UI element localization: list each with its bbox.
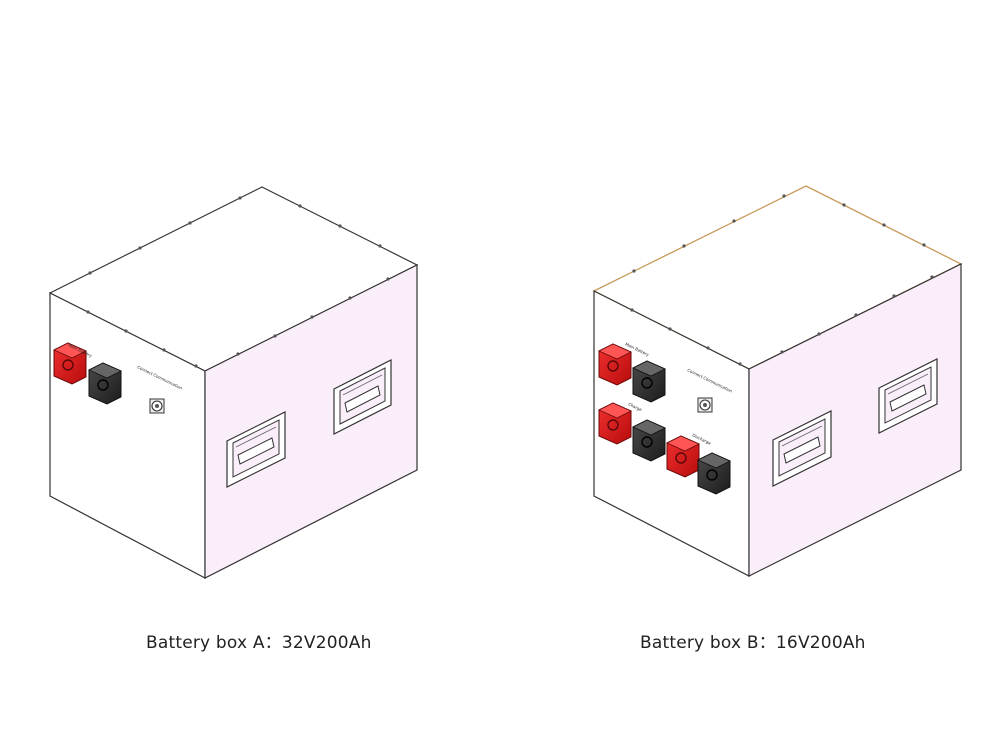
caption-battery-box-a: Battery box A：32V200Ah xyxy=(146,633,372,653)
box-a-lid-screws xyxy=(86,196,390,368)
box-a-positive-terminal xyxy=(53,342,87,385)
box-b-charge-label: Charge xyxy=(628,401,644,412)
box-b-discharge-positive-terminal xyxy=(666,435,700,478)
box-a-side-face xyxy=(204,264,418,579)
box-b-charge-positive-terminal xyxy=(598,402,632,445)
battery-box-a: Main Battery Connect Communication xyxy=(48,186,419,579)
box-b-main-positive-terminal xyxy=(598,343,632,386)
box-b-discharge-negative-terminal xyxy=(697,452,731,495)
caption-battery-box-b: Battery box B：16V200Ah xyxy=(640,633,866,653)
box-a-negative-terminal xyxy=(88,362,122,405)
box-b-side-face xyxy=(748,263,962,577)
box-b-charge-negative-terminal xyxy=(632,419,666,462)
box-b-handle-front xyxy=(772,410,832,487)
box-b-main-negative-terminal xyxy=(632,360,666,403)
box-b-handle-rear xyxy=(878,358,938,434)
box-a-communication-port xyxy=(149,398,165,414)
battery-box-b: Main Battery Connect Communication Charg… xyxy=(592,185,963,577)
box-b-communication-port xyxy=(697,397,713,413)
box-b-lid-screws xyxy=(630,194,934,366)
box-a-handle-front xyxy=(226,411,286,488)
box-a-handle-rear xyxy=(333,359,392,435)
